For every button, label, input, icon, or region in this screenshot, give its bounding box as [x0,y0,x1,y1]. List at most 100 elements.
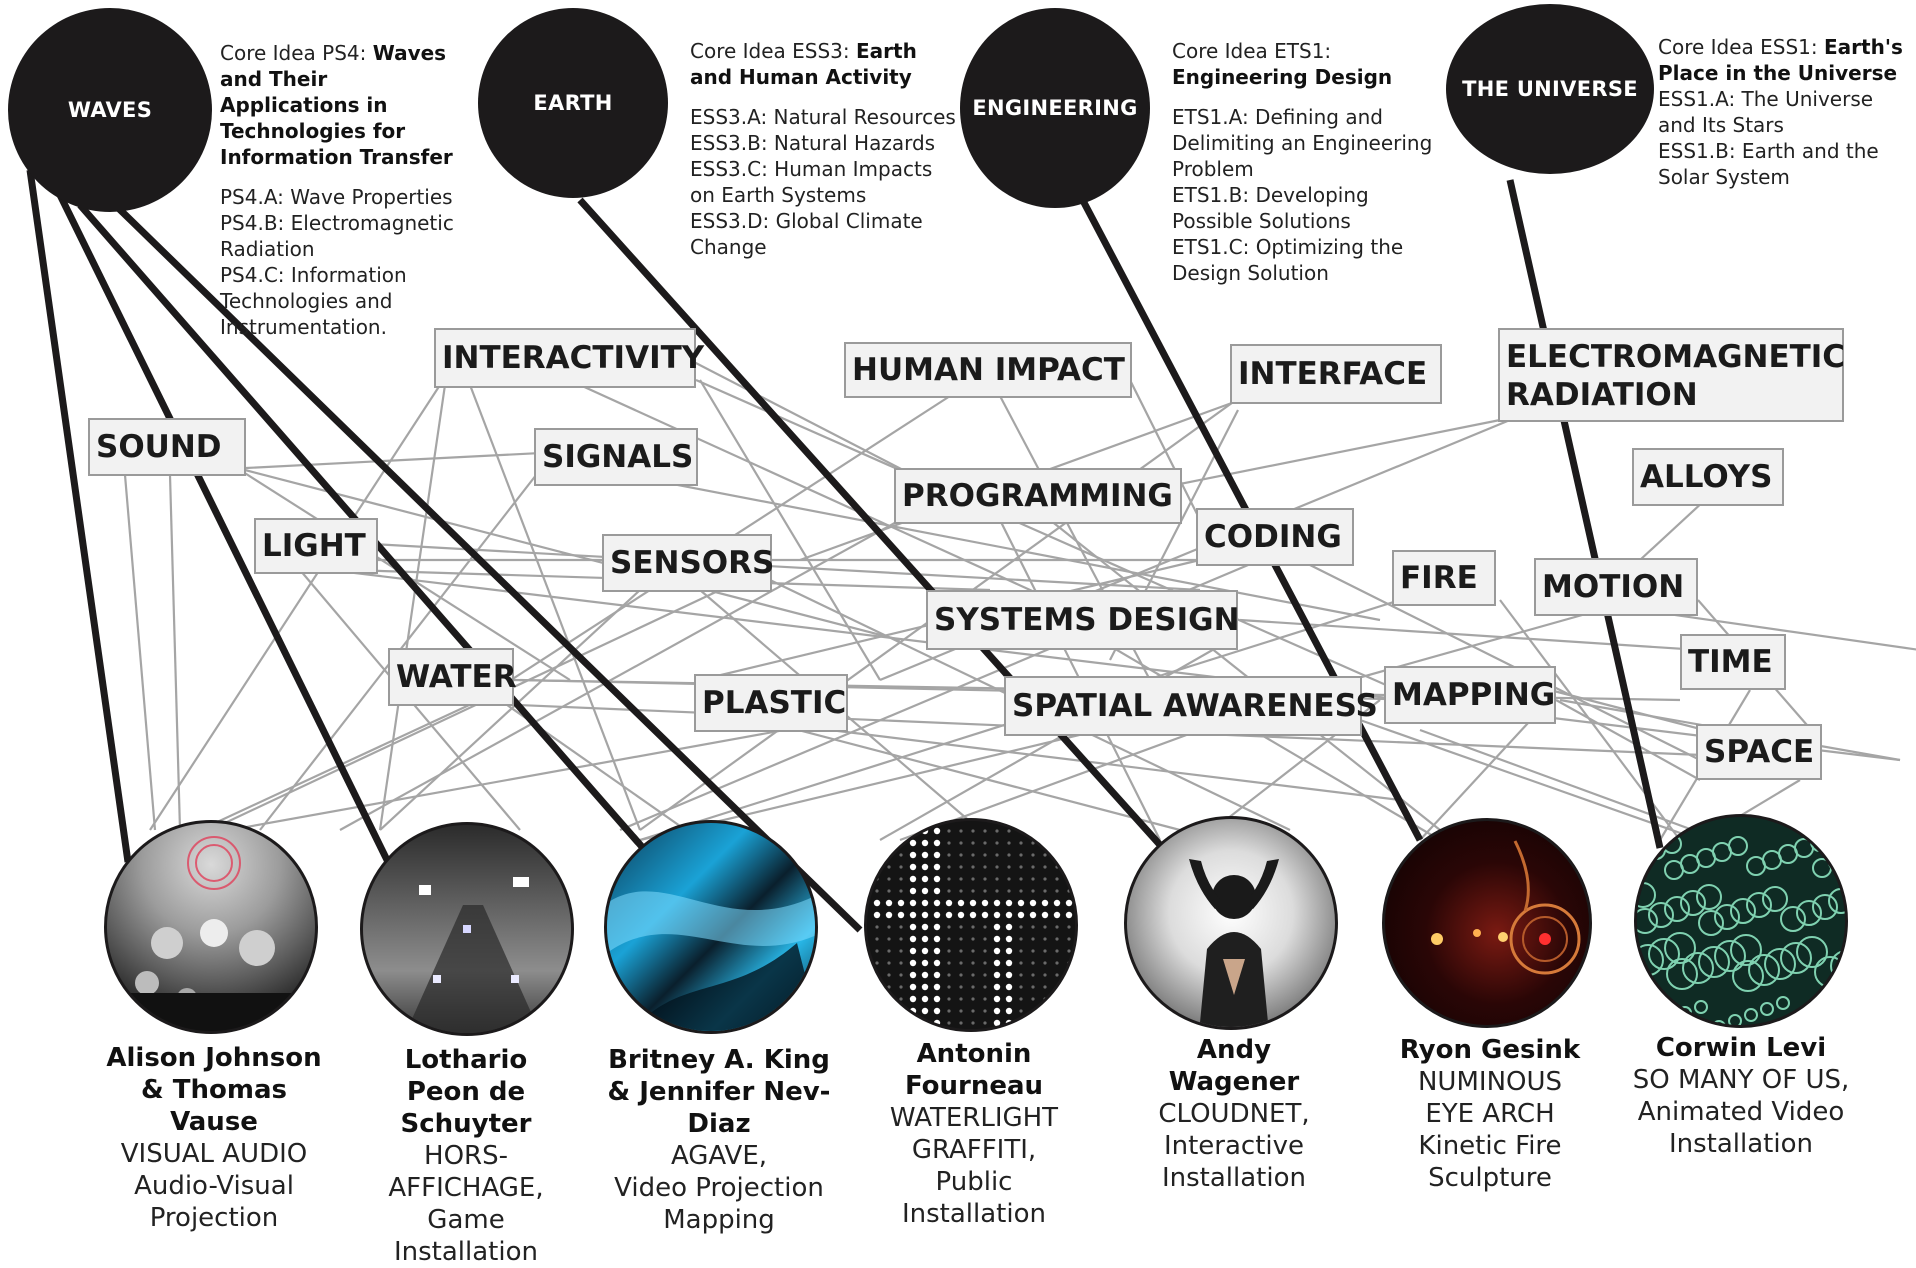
led-dot [959,973,963,977]
project-image-agave[interactable] [604,820,818,1034]
concept-sensors[interactable]: SENSORS [602,534,774,592]
led-dot [1019,949,1023,953]
led-dot [921,947,929,955]
led-dot [921,875,929,883]
led-dot [899,889,903,893]
led-dot [875,949,879,953]
pattern-loop [1712,1020,1726,1025]
concept-link-line [599,468,1381,622]
concept-mapping[interactable]: MAPPING [1384,666,1556,724]
project-image-so-many-of-us[interactable] [1634,814,1848,1028]
led-dot [899,865,903,869]
concept-link-line [759,718,1181,832]
led-dot [1055,973,1059,977]
core-circle-engineering[interactable]: ENGINEERING [960,8,1150,208]
concept-human-impact[interactable]: HUMAN IMPACT [844,342,1132,398]
led-dot [933,935,941,943]
concept-link-line [379,589,641,831]
core-circle-waves[interactable]: WAVES [8,8,212,212]
led-dot [1043,997,1047,1001]
concept-systems-design[interactable]: SYSTEMS DESIGN [926,590,1240,650]
pattern-loop [1780,906,1806,932]
cloudnet-art [1189,859,1279,1027]
project-caption-numinous-eye-arch: Ryon Gesink NUMINOUS EYE ARCH Kinetic Fi… [1392,1034,1588,1194]
concept-space[interactable]: SPACE [1696,724,1822,780]
core-circle-earth[interactable]: EARTH [478,8,668,198]
led-dot [1031,997,1035,1001]
led-dot [885,899,893,907]
led-dot [993,947,1001,955]
led-dot [995,877,999,881]
pattern-loop [1694,1000,1708,1014]
concept-sound[interactable]: SOUND [88,418,246,476]
led-dot [909,875,917,883]
core-text-universe: Core Idea ESS1: Earth's Place in the Uni… [1658,34,1908,190]
concept-signals[interactable]: SIGNALS [534,428,698,486]
pattern-loop [1714,940,1746,972]
pattern-loop [1762,886,1788,912]
project-image-visual-audio[interactable] [104,820,318,1034]
concept-time[interactable]: TIME [1680,634,1786,690]
core-title-universe: Earth's Place in the Universe [1658,35,1903,85]
concept-link-line [1419,709,1541,841]
project-image-waterlight-graffiti[interactable] [864,818,1078,1032]
led-dot [1053,911,1061,919]
concept-coding[interactable]: CODING [1196,508,1354,566]
pattern-loop [1812,894,1838,920]
led-dot [995,889,999,893]
project-image-numinous-eye-arch[interactable] [1382,818,1592,1028]
pattern-loop [1664,896,1690,922]
led-dot [1007,841,1011,845]
led-dot [887,961,891,965]
led-dot [983,961,987,965]
concept-motion[interactable]: MOTION [1534,558,1698,616]
led-dot [995,841,999,845]
concept-alloys[interactable]: ALLOYS [1632,448,1784,506]
led-dot [1053,899,1061,907]
concept-link-line [695,378,1421,702]
led-dot [983,829,987,833]
led-dot [1031,961,1035,965]
led-dot [971,973,975,977]
project-medium: Audio-Visual Projection [134,1171,294,1233]
project-artist: Antonin Fourneau [904,1039,1044,1101]
core-prefix-waves: Core Idea PS4: [220,41,373,65]
concept-interactivity[interactable]: INTERACTIVITY [434,328,704,388]
concept-link-line [168,474,182,831]
project-image-cloudnet[interactable] [1124,816,1338,1030]
concept-plastic[interactable]: PLASTIC [694,674,848,732]
concept-water[interactable]: WATER [388,648,517,706]
concept-link-line [1359,718,1701,842]
led-dot [909,959,917,967]
led-dot [1043,889,1047,893]
led-dot [899,949,903,953]
concept-programming[interactable]: PROGRAMMING [894,468,1182,524]
led-dot [1043,985,1047,989]
pattern-loop [1666,958,1698,990]
concept-link-line [1555,699,1701,781]
core-item: ESS3.B: Natural Hazards [690,131,936,155]
led-dot [909,899,917,907]
project-image-hors-affichage[interactable] [360,822,574,1036]
concept-spatial-awareness[interactable]: SPATIAL AWARENESS [1004,676,1378,736]
led-dot [1055,889,1059,893]
concept-interface[interactable]: INTERFACE [1230,344,1442,404]
led-dot [1043,961,1047,965]
led-dot [1019,841,1023,845]
concept-light[interactable]: LIGHT [254,518,378,574]
led-dot [1019,997,1023,1001]
led-dot [1031,973,1035,977]
led-dot [983,889,987,893]
core-circle-universe[interactable]: THE UNIVERSE [1446,4,1654,174]
led-dot [1019,865,1023,869]
concept-electromagnetic-radiation[interactable]: ELECTROMAGNETIC RADIATION [1498,328,1845,422]
pattern-loop [1732,960,1764,992]
concept-fire[interactable]: FIRE [1392,550,1496,606]
led-dot [933,911,941,919]
led-dot [1019,961,1023,965]
led-dot [1031,949,1035,953]
led-dot [921,995,929,1003]
project-caption-so-many-of-us: Corwin Levi SO MANY OF US, Animated Vide… [1626,1032,1856,1160]
pattern-loop [1776,996,1790,1010]
led-dot [959,889,963,893]
